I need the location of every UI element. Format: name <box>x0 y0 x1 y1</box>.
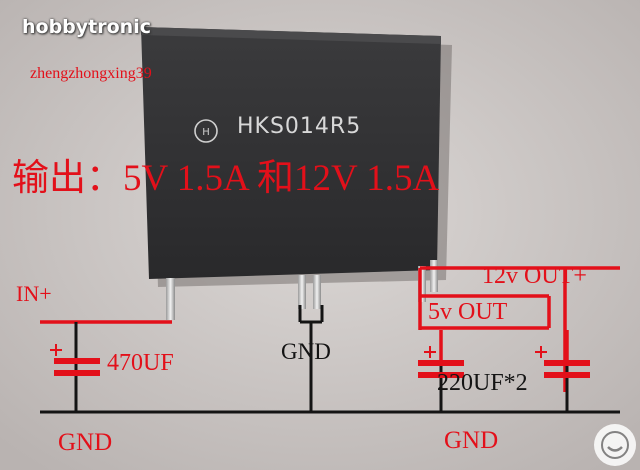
logo-icon: H <box>194 119 218 143</box>
watermark-text: hobbytronic <box>22 16 151 38</box>
module-top-edge <box>141 27 441 44</box>
output-capacitor-label: 220UF*2 <box>437 370 528 396</box>
capacitor-470uf-symbol <box>50 344 100 376</box>
input-plus-label: IN+ <box>16 281 52 306</box>
power-module-body <box>141 27 441 279</box>
module-model-label: HKS014R5 <box>237 114 362 139</box>
red-wiring <box>40 266 620 392</box>
module-pins <box>166 260 438 320</box>
gnd-left-label: GND <box>58 429 113 456</box>
pin-12v <box>430 260 438 292</box>
pin-5v <box>418 266 426 302</box>
black-wiring <box>40 305 620 414</box>
pin-gnd-a <box>298 275 306 309</box>
pin-gnd-b <box>313 275 321 309</box>
output-12v-label: 12v OUT+ <box>482 263 587 289</box>
output-5v-label: 5v OUT <box>428 299 508 325</box>
pin-in <box>166 278 175 320</box>
capacitor-220uf-left-symbol <box>418 346 464 378</box>
capacitor-220uf-right-symbol <box>535 346 590 378</box>
output-spec-line: 输出：5V 1.5A 和12V 1.5A <box>12 158 440 199</box>
seller-name: zhengzhongxing39 <box>30 65 152 82</box>
gnd-pin-label: GND <box>281 339 331 364</box>
input-capacitor-label: 470UF <box>107 350 174 376</box>
bazar-logo-icon <box>601 431 629 459</box>
gnd-right-label: GND <box>444 427 499 454</box>
svg-text:H: H <box>202 127 210 138</box>
bazar-logo-badge <box>594 424 636 466</box>
